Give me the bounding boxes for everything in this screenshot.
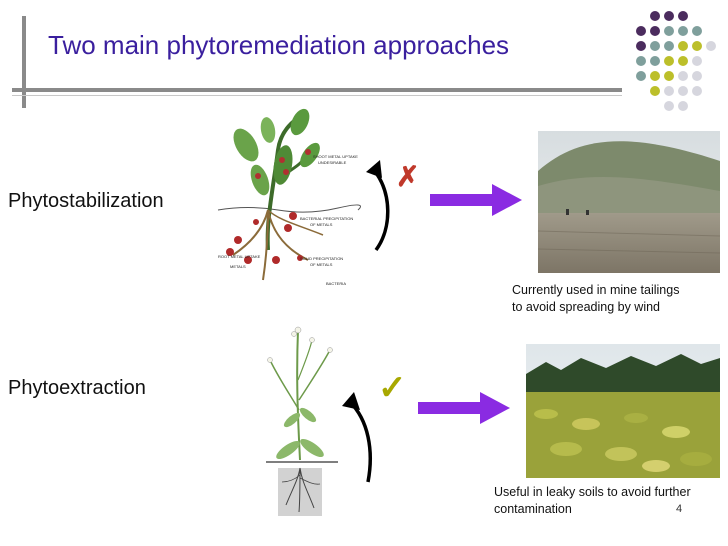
page-number: 4 [676,503,683,515]
purple-arrow-icon [418,392,510,424]
caption-line: to avoid spreading by wind [512,300,661,314]
row-label-phytostabilization: Phytostabilization [8,190,164,212]
diagram-label-solid-precip: SOLID PRECIPITATION [300,256,343,261]
photo-mine-tailings [537,131,721,273]
purple-arrow-icon [430,184,522,216]
diagram-label-shoot-uptake: SHOOT METAL UPTAKE [313,154,358,159]
caption-phytoextraction: Useful in leaky soils to avoid further c… [494,484,691,518]
title-rule-vertical [22,16,26,108]
plant-uptake-diagram: SHOOT METAL UPTAKE UNDESIRABLE BACTERIAL… [217,108,361,286]
title-rule-horizontal [12,88,622,92]
check-icon: ✓ [378,369,407,407]
diagram-label-metals: METALS [230,264,246,269]
title-rule-horizontal-thin [12,95,622,96]
caption-line: Currently used in mine tailings [512,283,680,297]
diagram-label-bacteria: BACTERIA [326,281,346,286]
diagram-label-of-metals-2: OF METALS [310,262,333,267]
curved-arrow-icon [342,392,372,483]
caption-line: Useful in leaky soils to avoid further [494,485,691,499]
row-label-phytoextraction: Phytoextraction [8,377,146,399]
decorative-dot-grid [636,8,726,118]
slide-title: Two main phytoremediation approaches [48,30,510,60]
diagram-label-of-metals-1: OF METALS [310,222,333,227]
diagram-label-bacterial: BACTERIAL PRECIPITATION [300,216,353,221]
cross-icon: ✗ [396,161,420,192]
curved-arrow-icon [366,160,390,252]
caption-line: contamination [494,502,572,516]
diagram-label-undesirable: UNDESIRABLE [318,160,347,165]
arabidopsis-plant-diagram [266,326,338,516]
photo-crop-field [526,344,720,478]
diagram-label-root-uptake: ROOT METAL UPTAKE [218,254,261,259]
caption-phytostabilization: Currently used in mine tailings to avoid… [512,282,679,316]
